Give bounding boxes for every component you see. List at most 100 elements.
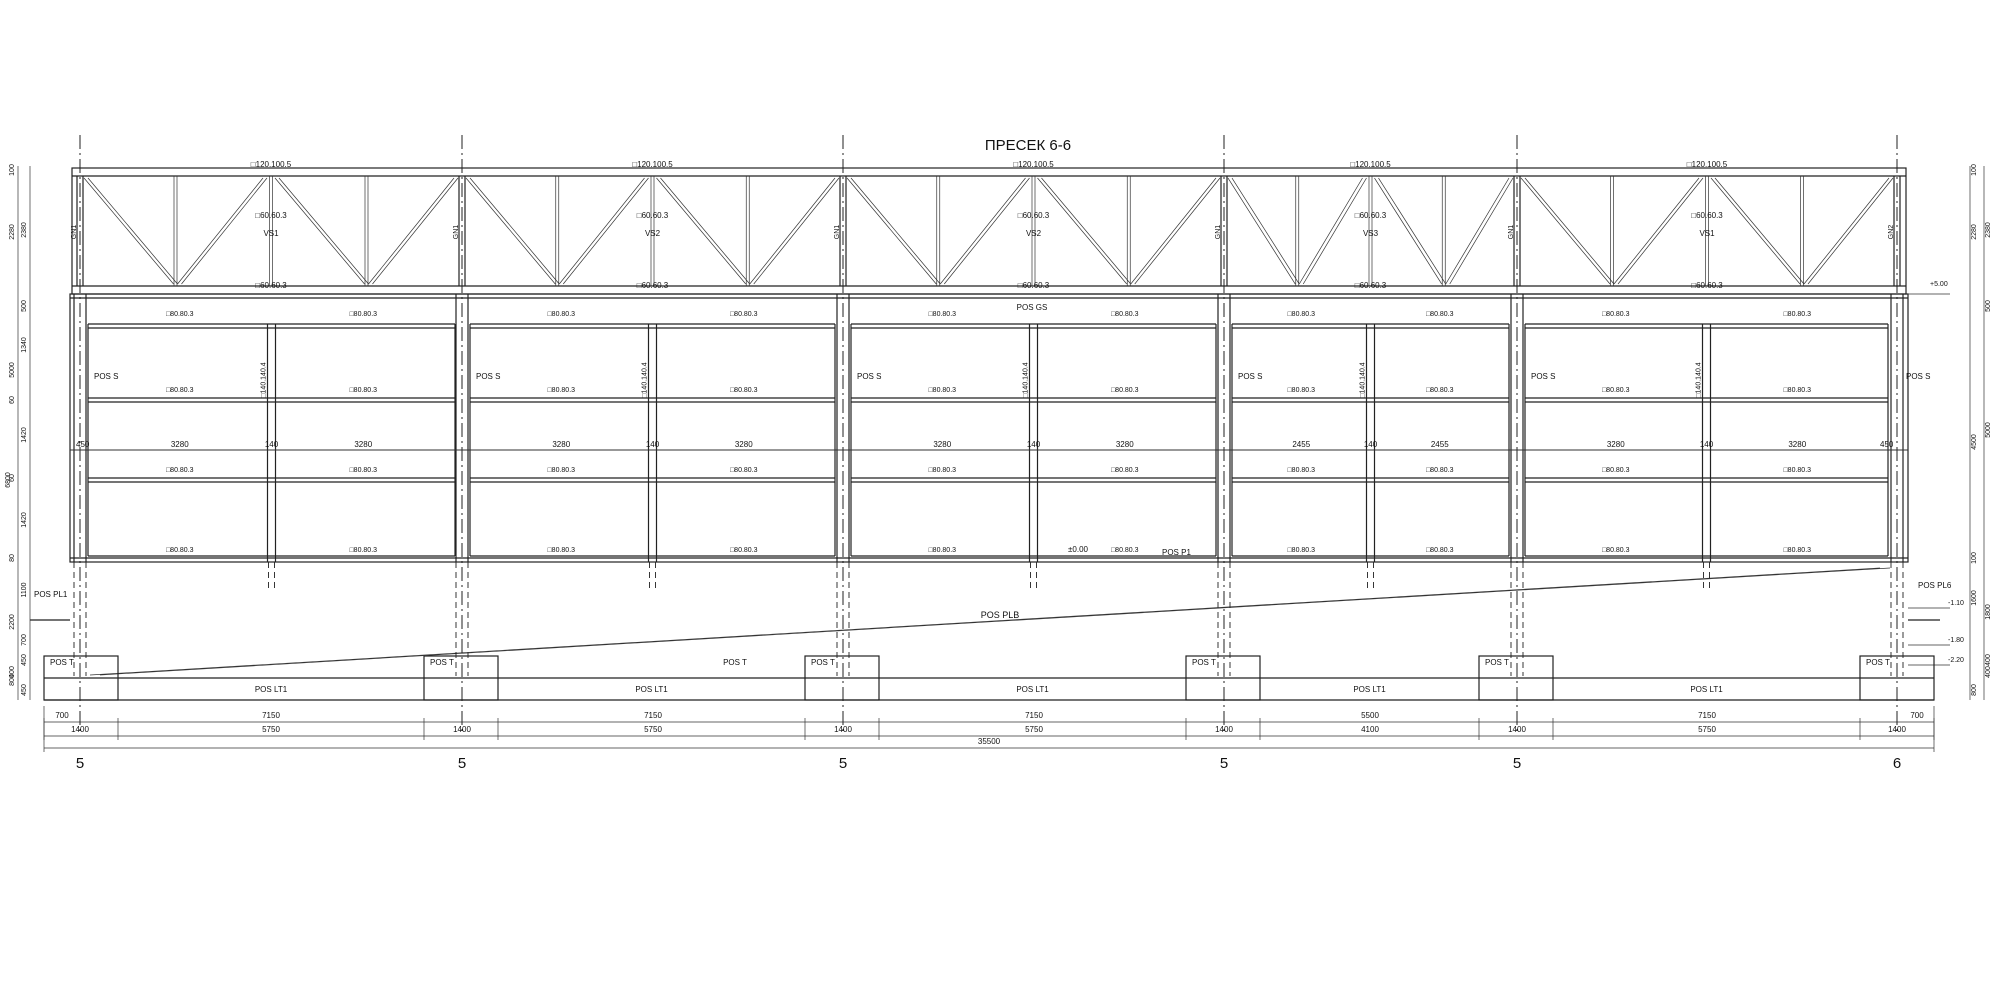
pos-pl6-label: POS PL6 — [1918, 581, 1952, 590]
right-dimension-label: 500 — [1985, 300, 1992, 312]
truss-name-label: VS1 — [263, 229, 279, 238]
beam-label: □80.80.3 — [928, 387, 956, 394]
truss-diagonal — [846, 177, 937, 285]
bay-dimension-label: 140 — [1364, 440, 1378, 449]
grid-axis-label: 5 — [458, 755, 466, 772]
truss-diagonal — [1130, 177, 1217, 285]
pos-s-label: POS S — [1906, 372, 1930, 381]
bottom-dimension-label: 7150 — [1698, 711, 1716, 720]
bottom-dimension-label: 4100 — [1361, 725, 1379, 734]
pos-s-label: POS S — [476, 372, 500, 381]
truss-top-chord-label: □120.100.5 — [251, 160, 292, 169]
truss-top-chord-label: □120.100.5 — [1013, 160, 1054, 169]
truss-diagonal — [1302, 177, 1367, 285]
truss-diagonal — [562, 177, 649, 285]
truss-diagonal — [753, 177, 840, 285]
bottom-dimension-label: 5750 — [262, 725, 280, 734]
truss-column-label: GN1 — [1508, 225, 1515, 240]
truss-diagonal — [943, 177, 1030, 285]
truss-diagonal — [656, 177, 747, 285]
truss-diagonal-label: □60.60.3 — [255, 211, 287, 220]
truss-diagonal — [469, 177, 560, 285]
bay-dimension-label: 3280 — [933, 440, 951, 449]
truss-diagonal-label: □60.60.3 — [1355, 211, 1387, 220]
truss-diagonal — [1807, 177, 1894, 285]
truss-diagonal — [1617, 177, 1704, 285]
beam-label: □80.80.3 — [547, 311, 575, 318]
truss-diagonal — [749, 177, 836, 285]
left-dimension-label: 1340 — [21, 337, 28, 353]
bottom-dimension-label: 1400 — [453, 725, 471, 734]
left-dimension-label: 1100 — [21, 582, 28, 597]
beam-label: □80.80.3 — [1111, 467, 1139, 474]
left-dimension-label: 5000 — [9, 362, 16, 378]
beam-label: □80.80.3 — [730, 387, 758, 394]
beam-label: □80.80.3 — [1602, 387, 1630, 394]
truss-diagonal — [1445, 177, 1510, 285]
truss-top-chord-label: □120.100.5 — [1350, 160, 1391, 169]
truss-diagonal-label: □60.60.3 — [1018, 211, 1050, 220]
beam-label: □80.80.3 — [1426, 387, 1454, 394]
pos-p1-label: POS P1 — [1162, 548, 1191, 557]
left-dimension-label: 450 — [21, 654, 28, 666]
left-dimension-label: 100 — [9, 164, 16, 176]
truss-diagonal — [1449, 177, 1514, 285]
left-dimension-label: 450 — [21, 684, 28, 696]
truss-name-label: VS2 — [645, 229, 661, 238]
truss-diagonal — [368, 177, 455, 285]
left-total-dimension-label: 6800 — [5, 472, 12, 488]
foundation-block — [43, 655, 119, 701]
pos-t-label: POS T — [811, 658, 835, 667]
truss-diagonal — [177, 177, 264, 285]
bay-dimension-label: 3280 — [354, 440, 372, 449]
bay-dimension-label: 140 — [1027, 440, 1041, 449]
right-dimension-label: 800 — [1971, 684, 1978, 696]
truss-column-label: GN1 — [71, 225, 78, 240]
right-dimension-label: 4500 — [1971, 434, 1978, 450]
beam-label: □80.80.3 — [1783, 311, 1811, 318]
beam-label: □80.80.3 — [928, 311, 956, 318]
truss-column-label: GN1 — [453, 225, 460, 240]
left-dimension-label: 60 — [9, 474, 16, 482]
post-label: □140.140.4 — [1696, 362, 1703, 397]
truss-column-label: GN1 — [834, 225, 841, 240]
pos-t-label: POS T — [1866, 658, 1890, 667]
grid-axis-label: 5 — [76, 755, 84, 772]
bottom-dimension-label: 7150 — [1025, 711, 1043, 720]
truss-name-label: VS2 — [1026, 229, 1042, 238]
beam-label: □80.80.3 — [1287, 387, 1315, 394]
truss-diagonal-label: □60.60.3 — [1691, 211, 1723, 220]
truss-name-label: VS1 — [1699, 229, 1715, 238]
right-dimension-label: 100 — [1971, 552, 1978, 564]
bay-dimension-label: 3280 — [1788, 440, 1806, 449]
truss-column-label: GN2 — [1888, 225, 1895, 240]
truss-name-label: VS3 — [1363, 229, 1379, 238]
bay-dimension-label: 140 — [646, 440, 660, 449]
truss-diagonal — [1613, 177, 1700, 285]
truss-diagonal — [1524, 177, 1615, 285]
pos-t-label: POS T — [1485, 658, 1509, 667]
beam-label: □80.80.3 — [1783, 467, 1811, 474]
pos-s-label: POS S — [1238, 372, 1262, 381]
pos-t-label: POS T — [1192, 658, 1216, 667]
beam-label: □80.80.3 — [1111, 547, 1139, 554]
left-dimension-label: 800 — [9, 674, 16, 686]
beam-label: □80.80.3 — [928, 547, 956, 554]
beam-label: □80.80.3 — [166, 387, 194, 394]
grid-axis-label: 5 — [839, 755, 847, 772]
bottom-dimension-label: 5500 — [1361, 711, 1379, 720]
left-dimension-label: 2200 — [9, 614, 16, 630]
pos-s-label: POS S — [94, 372, 118, 381]
right-dimension-label: 400 — [1985, 666, 1992, 678]
beam-label: □80.80.3 — [1426, 547, 1454, 554]
truss-diagonal — [1714, 177, 1805, 285]
left-dimension-label: 80 — [9, 554, 16, 562]
pos-pl1-label: POS PL1 — [34, 590, 68, 599]
truss-diagonal — [850, 177, 941, 285]
beam-label: □80.80.3 — [730, 467, 758, 474]
truss-diagonal — [1134, 177, 1221, 285]
bottom-dimension-label: 1400 — [1888, 725, 1906, 734]
right-dimension-label: 1800 — [1985, 604, 1992, 620]
drawing-linework: ПРЕСЕК 6-6 — [17, 137, 1985, 752]
